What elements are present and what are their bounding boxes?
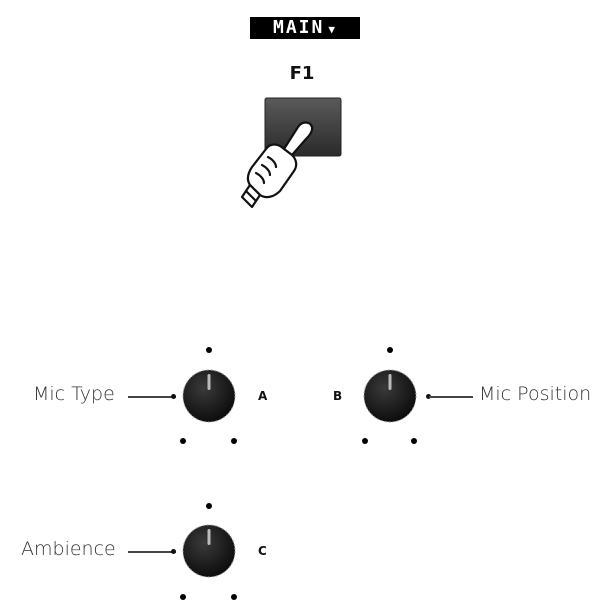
knob-a-label: Mic Type [33,383,115,405]
leader-line [429,396,473,398]
rotary-knob-icon [363,369,417,423]
pointing-hand-icon [240,115,330,225]
knob-tick-dot [231,594,237,600]
knob-c[interactable] [181,523,237,579]
chevron-down-icon: ▼ [328,23,337,36]
knob-tick-dot [231,438,237,444]
knob-tick-dot [206,503,212,509]
leader-line [128,551,176,553]
rotary-knob-icon [182,524,236,578]
leader-dot [426,394,431,399]
knob-c-label: Ambience [21,538,116,560]
leader-line [128,396,176,398]
knob-tick-dot [411,438,417,444]
knob-tick-dot [362,438,368,444]
knob-a[interactable] [181,368,237,424]
knob-b-letter: B [333,389,343,403]
knob-tick-dot [180,438,186,444]
knob-tick-dot [180,594,186,600]
mode-tag: MAIN▼ [250,17,360,39]
knob-b-label: Mic Position [479,383,592,405]
leader-dot [171,394,176,399]
knob-tick-dot [387,347,393,353]
leader-dot [171,549,176,554]
mode-tag-label: MAIN [273,17,325,38]
rotary-knob-icon [182,369,236,423]
function-button-label: F1 [289,63,315,84]
knob-c-letter: C [258,544,267,558]
knob-b[interactable] [362,368,418,424]
knob-a-letter: A [258,389,268,403]
knob-tick-dot [206,347,212,353]
